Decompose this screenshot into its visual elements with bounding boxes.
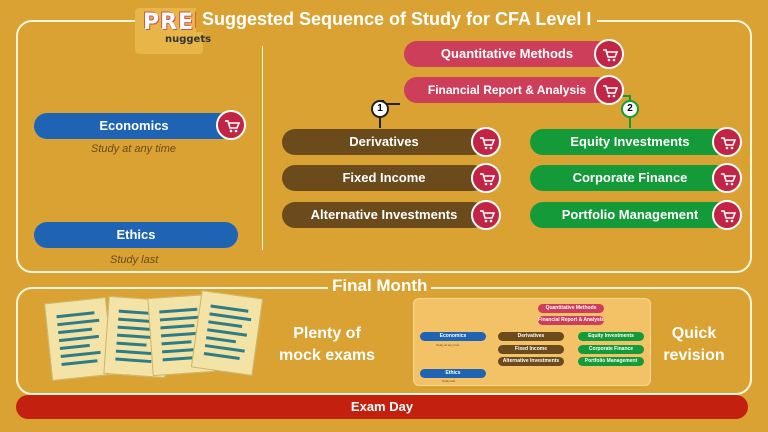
mini-ethics: Ethics: [420, 369, 486, 378]
mini-fixed-income: Fixed Income: [498, 345, 564, 354]
mini-economics: Economics: [420, 332, 486, 341]
quick-revision-label: Quick revision: [652, 323, 736, 367]
fixed-income-label: Fixed Income: [342, 170, 425, 185]
derivatives-pill[interactable]: Derivatives: [282, 129, 486, 155]
financial-report-label: Financial Report & Analysis: [428, 83, 586, 97]
cart-icon[interactable]: [471, 200, 501, 230]
final-month-title: Final Month: [328, 275, 431, 297]
cart-icon[interactable]: [594, 39, 624, 69]
mini-alternative-investments: Alternative Investments: [498, 357, 564, 366]
branch-number-2: 2: [621, 100, 639, 118]
fixed-income-pill[interactable]: Fixed Income: [282, 165, 486, 191]
cart-icon[interactable]: [471, 127, 501, 157]
quantitative-methods-pill[interactable]: Quantitative Methods: [404, 41, 610, 67]
exam-day-label: Exam Day: [351, 399, 413, 414]
mini-corporate-finance: Corporate Finance: [578, 345, 644, 354]
quantitative-methods-label: Quantitative Methods: [441, 46, 573, 61]
alternative-investments-pill[interactable]: Alternative Investments: [282, 202, 486, 228]
cart-icon[interactable]: [471, 163, 501, 193]
cart-icon[interactable]: [712, 127, 742, 157]
portfolio-management-pill[interactable]: Portfolio Management: [530, 202, 730, 228]
financial-report-pill[interactable]: Financial Report & Analysis: [404, 77, 610, 103]
cart-icon[interactable]: [594, 75, 624, 105]
alternative-investments-label: Alternative Investments: [311, 207, 458, 222]
mini-equity-investments: Equity Investments: [578, 332, 644, 341]
mini-portfolio-management: Portfolio Management: [578, 357, 644, 366]
corporate-finance-label: Corporate Finance: [573, 170, 688, 185]
derivatives-label: Derivatives: [349, 134, 418, 149]
mini-derivatives: Derivatives: [498, 332, 564, 341]
branch-number-1: 1: [371, 100, 389, 118]
mini-quantitative-methods: Quantitative Methods: [538, 304, 604, 313]
cart-icon[interactable]: [712, 163, 742, 193]
corporate-finance-pill[interactable]: Corporate Finance: [530, 165, 730, 191]
exam-papers-illustration: [40, 292, 280, 388]
exam-day-bar: Exam Day: [16, 395, 748, 419]
mini-financial-report: Financial Report & Analysis: [538, 316, 604, 325]
mini-ethics-note: Study last: [442, 379, 455, 383]
equity-investments-pill[interactable]: Equity Investments: [530, 129, 730, 155]
mini-sequence-thumbnail: Quantitative Methods Financial Report & …: [413, 298, 651, 386]
mock-exams-label: Plenty of mock exams: [272, 323, 382, 367]
portfolio-management-label: Portfolio Management: [562, 207, 699, 222]
equity-investments-label: Equity Investments: [570, 134, 689, 149]
cart-icon[interactable]: [712, 200, 742, 230]
mini-economics-note: Study at any time: [436, 343, 459, 347]
